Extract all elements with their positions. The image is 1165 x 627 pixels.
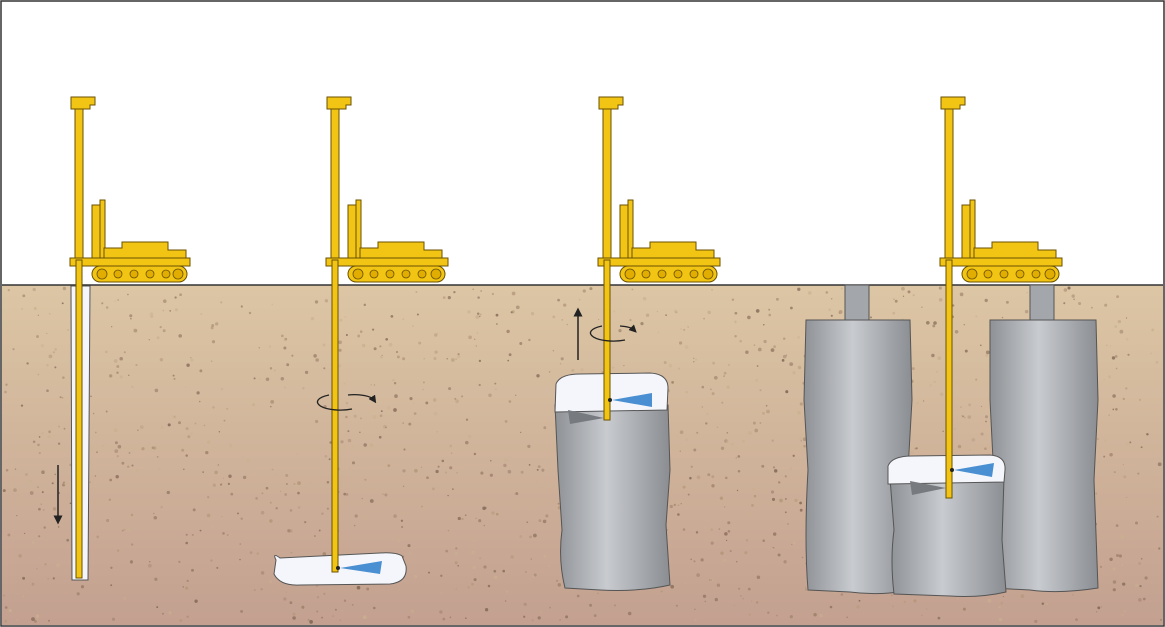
track-wheels <box>352 268 442 280</box>
stage-3-lifting <box>554 96 721 591</box>
mast-head <box>326 96 352 110</box>
rig-deck <box>325 257 449 267</box>
cut-cavity <box>273 552 407 586</box>
rig-body <box>973 241 1057 261</box>
column-neck <box>844 284 870 322</box>
track-wheels <box>96 268 184 280</box>
stage-2-cutting <box>273 96 449 586</box>
stage-4-completed <box>803 96 1099 597</box>
grout-column <box>554 404 671 591</box>
drill-rig <box>939 96 1063 283</box>
drill-rod <box>75 259 83 579</box>
track-wheels <box>624 268 714 280</box>
jet-nozzle <box>336 566 340 570</box>
drill-rig <box>325 96 449 283</box>
rig-deck <box>69 257 191 267</box>
column-neck <box>1029 284 1055 322</box>
crawler-track <box>91 265 188 283</box>
drill-rig <box>69 96 191 283</box>
water-jet <box>612 393 652 407</box>
track-wheels <box>966 268 1056 280</box>
rig-deck <box>597 257 721 267</box>
column-body <box>989 319 1099 593</box>
mast-head <box>598 96 624 110</box>
drill-rod <box>331 259 339 573</box>
completed-column-right <box>989 284 1099 593</box>
rig-deck <box>939 257 1063 267</box>
stage-1-drilling <box>53 96 191 581</box>
mast <box>330 106 340 266</box>
mast-head <box>940 96 966 110</box>
grout-jet <box>910 481 946 495</box>
water-jet <box>340 561 382 574</box>
rig-body <box>103 241 187 261</box>
drill-rod <box>945 259 953 499</box>
rotation-arrow <box>316 393 377 411</box>
jet-nozzle <box>950 468 954 472</box>
rotation-arrow <box>589 324 637 342</box>
mast-head <box>70 96 96 110</box>
drill-rig <box>597 96 721 283</box>
jet-nozzle <box>608 398 612 402</box>
mast <box>602 106 612 266</box>
mast <box>74 106 84 266</box>
mast <box>944 106 954 266</box>
grout-jet <box>568 410 604 424</box>
rig-body <box>631 241 715 261</box>
rig-body <box>359 241 443 261</box>
grout-column-middle <box>889 477 1007 597</box>
water-jet <box>954 463 994 477</box>
